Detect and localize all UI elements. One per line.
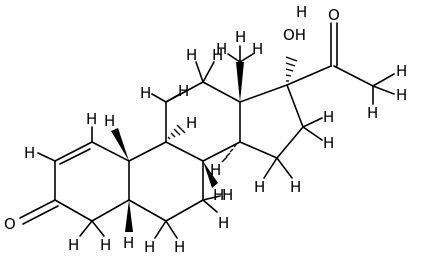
wedge-c13-methyl [236, 62, 244, 102]
h-c11-a: H [140, 84, 151, 102]
wedge-c10-h [111, 128, 129, 161]
h-c8: H [213, 186, 224, 204]
bond-c12-c13 [202, 81, 241, 103]
bond-c1-c2 [54, 141, 93, 162]
hydrogen-bonds [37, 45, 395, 239]
bond-c13-c17 [239, 84, 288, 103]
wedge-c8-h [203, 161, 218, 188]
hash-c17-oh [285, 56, 298, 82]
bond-c3-o-a [19, 199, 56, 219]
h-c4-a: H [68, 236, 79, 254]
hydroxyl-h-label: H [296, 3, 307, 21]
bond-c10-c1 [91, 141, 130, 162]
bond-c20-c21 [333, 65, 374, 87]
h-c14: H [210, 161, 221, 179]
ring-a [19, 141, 130, 225]
h-c5: H [123, 234, 134, 252]
bond-c1-c2-double [59, 148, 91, 165]
hash-c14-h [221, 144, 237, 163]
h-c11-b: H [178, 82, 189, 100]
h-c10: H [104, 112, 115, 130]
bond-c5-c6 [128, 199, 167, 222]
hash-c9-h [167, 124, 186, 140]
h-c12-b: H [212, 46, 223, 64]
h-c6-a: H [144, 238, 155, 256]
h-c7-b: H [222, 186, 233, 204]
h-c21-c: H [367, 104, 378, 122]
h-c7-a: H [218, 214, 229, 232]
stereo-bonds [111, 56, 298, 232]
bond-c3-c4 [54, 199, 93, 222]
ring-c [165, 81, 241, 162]
bond-c17-c20 [286, 65, 332, 86]
h-c21-b: H [396, 86, 407, 104]
ring-d [239, 84, 304, 159]
bond-c4-c5 [91, 199, 130, 222]
h-c6-b: H [174, 238, 185, 256]
bond-c16-c15 [276, 126, 304, 159]
bond-c6-c7 [165, 199, 204, 222]
bond-c8-c9 [165, 141, 204, 162]
h-methyl-b: H [252, 40, 263, 58]
bond-c3-o-b [22, 205, 59, 225]
h-c4-b: H [100, 236, 111, 254]
h-c16-b: H [323, 134, 334, 152]
acetyl-group [286, 22, 374, 87]
h-c9: H [186, 114, 197, 132]
ketone-o-c20-label: O [328, 6, 340, 24]
ketone-o-c3-label: O [4, 215, 16, 233]
h-c15-a: H [254, 178, 265, 196]
h-c21-a: H [396, 62, 407, 80]
h-c15-b: H [290, 178, 301, 196]
atom-labels: O O OH H H H H H H H H H H H H H H H H H… [2, 3, 407, 256]
h-c2: H [24, 144, 35, 162]
bond-c17-c16 [286, 84, 304, 128]
wedge-c5-h [125, 200, 133, 232]
bond-c9-c10 [128, 141, 167, 162]
h-methyl-c: H [235, 28, 246, 46]
hydroxyl-c17-label: OH [283, 26, 306, 44]
h-c12-a: H [186, 46, 197, 64]
ring-b [128, 141, 204, 222]
bond-c15-c14 [239, 141, 278, 159]
h-c16-a: H [323, 108, 334, 126]
bond-c14-c8 [202, 141, 241, 162]
h-methyl-a: H [216, 40, 227, 58]
h-c1: H [86, 110, 97, 128]
